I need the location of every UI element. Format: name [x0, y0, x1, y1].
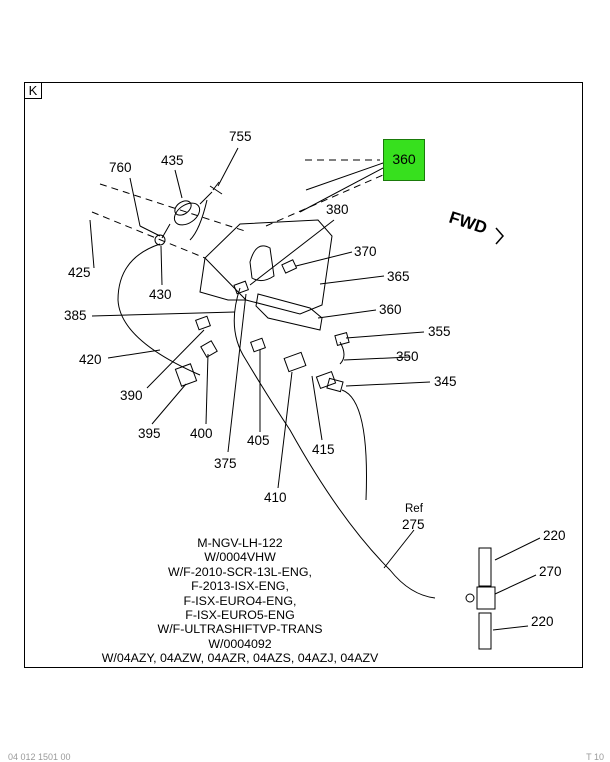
callout-400: 400 [190, 426, 213, 441]
callout-390: 390 [120, 388, 143, 403]
callout-270: 270 [539, 564, 562, 579]
fitting-415 [315, 370, 337, 390]
hose-350 [339, 341, 345, 365]
diagram-frame [24, 82, 583, 668]
hose-425 [189, 199, 208, 241]
note-line: W/0004VHW [204, 550, 276, 565]
fitting-400 [200, 340, 218, 358]
callout-760: 760 [109, 160, 132, 175]
tee-270 [476, 586, 496, 610]
footer-code: 04 012 1501 00 [8, 752, 71, 762]
callout-375: 375 [214, 456, 237, 471]
callout-345: 345 [434, 374, 457, 389]
applicability-notes: M-NGV-LH-122 W/0004VHW W/F-2010-SCR-13L-… [40, 536, 440, 666]
callout-405: 405 [247, 433, 270, 448]
dashed-line [265, 174, 384, 227]
bracket-plate [204, 219, 333, 315]
callout-385: 385 [64, 308, 87, 323]
fitting-345 [326, 377, 344, 393]
hose-420 [117, 243, 201, 376]
hose-main [233, 287, 436, 599]
footer-page: T 10 [586, 752, 604, 762]
tee-410 [283, 351, 307, 373]
highlighted-part-360[interactable]: 360 [383, 139, 425, 181]
fwd-label: FWD [447, 208, 490, 238]
callout-410: 410 [264, 490, 287, 505]
fitting-395 [174, 363, 198, 387]
fwd-arrow [495, 227, 504, 245]
callout-220-top: 220 [543, 528, 566, 543]
dashed-line [99, 183, 249, 233]
panel-tag: K [24, 82, 42, 99]
hose-right [341, 389, 367, 501]
manifold-block [255, 293, 323, 331]
callout-425: 425 [68, 265, 91, 280]
callout-365: 365 [387, 269, 410, 284]
fitting-370 [281, 259, 298, 274]
regulator-cap [174, 200, 192, 216]
hose-220-bottom [478, 612, 492, 650]
callout-220-bottom: 220 [531, 614, 554, 629]
callout-350: 350 [396, 349, 419, 364]
callout-430: 430 [149, 287, 172, 302]
callout-395: 395 [138, 426, 161, 441]
note-line: F-2013-ISX-ENG, [191, 579, 289, 594]
callout-420: 420 [79, 352, 102, 367]
highlight-leader [299, 162, 384, 213]
note-line: W/F-2010-SCR-13L-ENG, [168, 564, 312, 579]
highlighted-part-label: 360 [392, 151, 416, 167]
tee-270-port [465, 593, 475, 603]
fitting-430 [154, 234, 166, 246]
dashed-line [91, 211, 206, 259]
callout-ref: Ref [405, 503, 424, 515]
fitting-355 [334, 332, 350, 346]
callout-275: 275 [402, 517, 425, 532]
callout-415: 415 [312, 442, 335, 457]
callout-435: 435 [161, 153, 184, 168]
callout-380: 380 [326, 202, 349, 217]
callout-360: 360 [379, 302, 402, 317]
hose-220-top [478, 547, 492, 587]
note-line: F-ISX-EURO4-ENG, [183, 593, 297, 608]
bracket-flange [199, 257, 246, 301]
regulator-body [173, 202, 201, 226]
note-line: W/04AZY, 04AZW, 04AZR, 04AZS, 04AZJ, 04A… [101, 651, 379, 666]
callout-755: 755 [229, 129, 252, 144]
fitting-405 [250, 337, 266, 353]
fitting-390 [195, 315, 211, 331]
callout-355: 355 [428, 324, 451, 339]
note-line: F-ISX-EURO5-ENG [185, 608, 295, 623]
note-line: W/F-ULTRASHIFTVP-TRANS [157, 622, 323, 637]
note-line: M-NGV-LH-122 [197, 536, 283, 550]
fitting-380 [233, 280, 249, 295]
callout-370: 370 [354, 244, 377, 259]
note-line: W/0004092 [208, 636, 272, 651]
